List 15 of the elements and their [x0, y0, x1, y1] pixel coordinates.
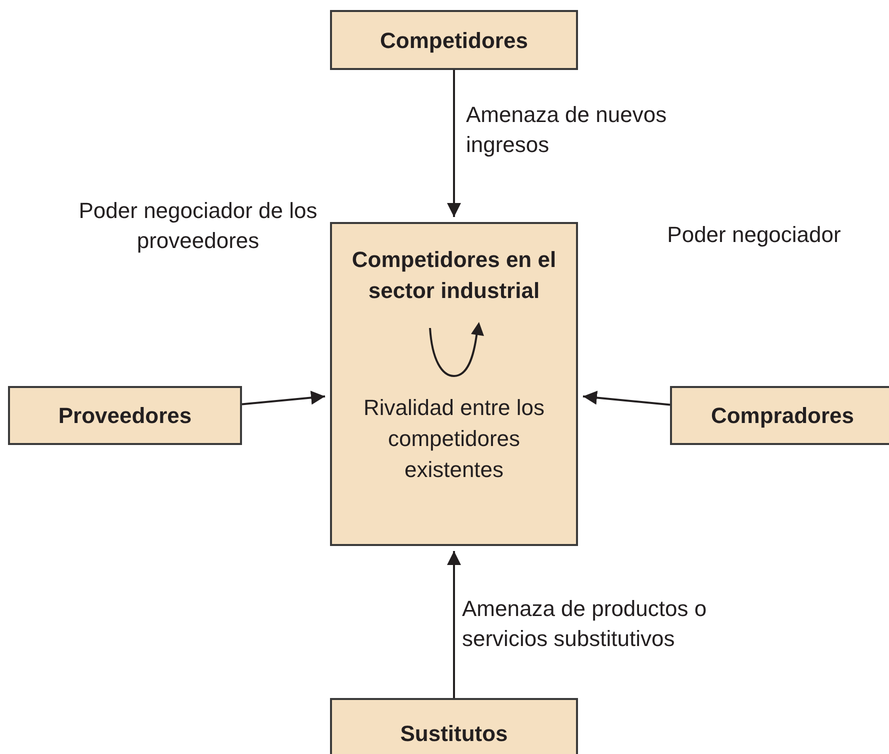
box-title: Competidores en el sector industrial	[350, 246, 558, 305]
box-title: Compradores	[710, 402, 856, 430]
process-box	[330, 10, 578, 70]
process-box	[330, 222, 578, 546]
arrow	[582, 390, 670, 406]
box-text: Rivalidad entre los competidores existentes	[362, 394, 546, 484]
arrow	[447, 70, 461, 217]
arrow	[447, 551, 461, 698]
box-title: Proveedores	[57, 402, 193, 430]
box-title: Sustitutos	[399, 720, 509, 748]
box-title: Competidores	[379, 26, 529, 55]
process-box	[8, 386, 242, 445]
arrow	[242, 390, 326, 406]
process-box	[670, 386, 889, 445]
process-box	[330, 698, 578, 754]
